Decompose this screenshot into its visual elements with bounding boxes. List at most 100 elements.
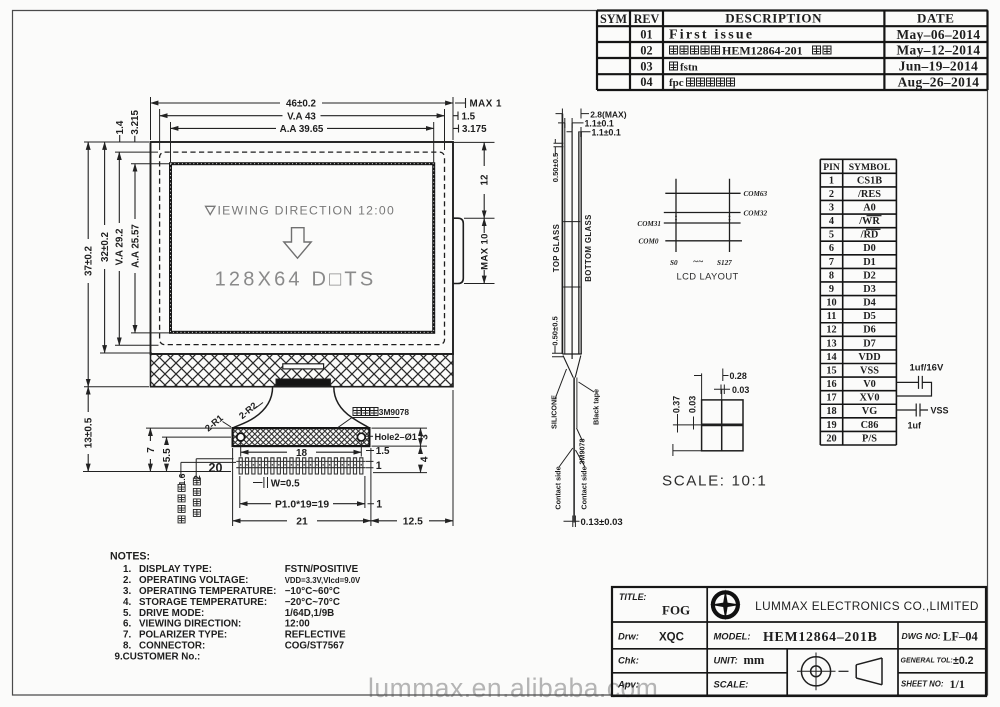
svg-text:XV0: XV0 <box>859 393 879 404</box>
svg-text:POLARIZER TYPE:: POLARIZER TYPE: <box>139 630 227 641</box>
svg-text:MODEL:: MODEL: <box>714 630 751 641</box>
svg-text:20: 20 <box>209 461 223 475</box>
svg-text:18: 18 <box>296 448 308 459</box>
svg-text:128X64 D□TS: 128X64 D□TS <box>215 269 377 291</box>
svg-text:0.37: 0.37 <box>672 396 682 413</box>
svg-text:20: 20 <box>826 433 836 444</box>
svg-text:DATE: DATE <box>917 11 955 26</box>
svg-text:DRIVE MODE:: DRIVE MODE: <box>139 608 204 619</box>
svg-text:6: 6 <box>829 243 834 254</box>
svg-text:MAX 1: MAX 1 <box>470 99 502 110</box>
svg-text:First issue: First issue <box>669 28 754 43</box>
svg-text:03: 03 <box>640 59 652 73</box>
svg-text:P1.0*19=19: P1.0*19=19 <box>275 500 329 511</box>
svg-text:GENERAL TOL:: GENERAL TOL: <box>901 658 953 665</box>
svg-text:1.1±0.1: 1.1±0.1 <box>592 128 621 138</box>
svg-text:6.: 6. <box>123 619 131 630</box>
svg-text:13±0.5: 13±0.5 <box>84 417 95 448</box>
svg-text:7.: 7. <box>123 630 131 641</box>
svg-text:S0: S0 <box>670 259 678 267</box>
svg-text:11: 11 <box>827 311 837 322</box>
svg-text:4: 4 <box>419 456 430 462</box>
svg-text:CS1B: CS1B <box>857 175 882 186</box>
svg-text:Contact side: Contact side <box>554 466 563 509</box>
svg-text:1: 1 <box>376 499 382 511</box>
svg-text:fstn: fstn <box>680 61 698 73</box>
svg-text:VDD: VDD <box>858 352 880 363</box>
svg-text:Contact side: Contact side <box>580 466 589 509</box>
svg-text:MAX 10: MAX 10 <box>480 233 491 270</box>
svg-text:SYM: SYM <box>600 12 628 26</box>
svg-text:V.A 43: V.A 43 <box>287 111 316 122</box>
svg-text:16: 16 <box>826 379 836 390</box>
svg-text:3.: 3. <box>123 586 131 597</box>
svg-text:STORAGE TEMPERATURE:: STORAGE TEMPERATURE: <box>139 597 267 608</box>
svg-text:D2: D2 <box>863 270 876 281</box>
svg-text:04: 04 <box>640 75 652 89</box>
svg-text:12: 12 <box>480 174 491 185</box>
svg-text:18: 18 <box>826 406 836 417</box>
svg-text:LCD LAYOUT: LCD LAYOUT <box>677 270 739 281</box>
svg-text:14: 14 <box>826 352 836 363</box>
svg-text:VIEWING DIRECTION:: VIEWING DIRECTION: <box>139 619 241 630</box>
svg-text:01: 01 <box>640 28 652 42</box>
svg-text:W=0.5: W=0.5 <box>271 479 300 490</box>
svg-text:COG/ST7567: COG/ST7567 <box>285 641 345 652</box>
svg-text:Jun–19–2014: Jun–19–2014 <box>899 59 979 74</box>
svg-text:2.8(MAX): 2.8(MAX) <box>590 109 627 119</box>
svg-text:13: 13 <box>826 338 836 349</box>
svg-text:3: 3 <box>829 203 834 214</box>
svg-text:Black tape: Black tape <box>591 389 600 425</box>
svg-text:P/S: P/S <box>862 433 877 444</box>
svg-text:FSTN/POSITIVE: FSTN/POSITIVE <box>285 564 359 575</box>
svg-text:46±0.2: 46±0.2 <box>286 99 316 110</box>
svg-text:D3: D3 <box>863 284 876 295</box>
svg-text:5.: 5. <box>123 608 131 619</box>
svg-text:LF–04: LF–04 <box>943 630 978 644</box>
svg-text:fpc: fpc <box>669 77 684 89</box>
svg-text:5: 5 <box>829 230 834 241</box>
svg-text:4: 4 <box>829 216 834 227</box>
svg-text:1.1±0.1: 1.1±0.1 <box>585 119 614 129</box>
svg-text:/RD: /RD <box>860 230 879 241</box>
svg-text:D1: D1 <box>863 257 876 268</box>
svg-text:9: 9 <box>829 284 834 295</box>
svg-text:3M9078: 3M9078 <box>578 439 587 465</box>
svg-text:VSS: VSS <box>860 366 879 377</box>
svg-text:mm: mm <box>744 653 765 667</box>
svg-text:0.28: 0.28 <box>730 371 747 381</box>
svg-text:1: 1 <box>829 175 834 186</box>
svg-text:±0.2: ±0.2 <box>953 655 974 667</box>
svg-text:A0: A0 <box>863 203 876 214</box>
svg-text:D0: D0 <box>863 243 876 254</box>
svg-text:32±0.2: 32±0.2 <box>100 232 111 262</box>
svg-text:2: 2 <box>829 189 834 200</box>
svg-text:OPERATING TEMPERATURE:: OPERATING TEMPERATURE: <box>139 586 276 597</box>
svg-text:BOTTOM GLASS: BOTTOM GLASS <box>584 214 593 281</box>
svg-text:May–06–2014: May–06–2014 <box>897 27 981 42</box>
svg-text:12: 12 <box>826 325 836 336</box>
svg-text:V.A 29.2: V.A 29.2 <box>115 228 126 265</box>
svg-text:SYMBOL: SYMBOL <box>849 162 891 173</box>
svg-text:/WR: /WR <box>858 216 880 227</box>
svg-text:15: 15 <box>826 366 836 377</box>
svg-text:D6: D6 <box>863 325 876 336</box>
svg-text:8.: 8. <box>123 641 131 652</box>
svg-text:12.5: 12.5 <box>403 517 423 528</box>
svg-text:9.CUSTOMER No.:: 9.CUSTOMER No.: <box>115 651 201 662</box>
svg-text:May–12–2014: May–12–2014 <box>897 43 981 58</box>
svg-text:A.A 39.65: A.A 39.65 <box>280 124 324 135</box>
svg-text:VSS: VSS <box>931 405 949 415</box>
svg-text:HEM12864-201: HEM12864-201 <box>722 43 803 57</box>
svg-text:37±0.2: 37±0.2 <box>84 246 95 276</box>
svg-text:1uf/16V: 1uf/16V <box>910 363 944 374</box>
svg-text:0.50±0.5: 0.50±0.5 <box>551 315 560 345</box>
svg-text:~~: ~~ <box>693 257 703 267</box>
svg-text:D5: D5 <box>863 311 876 322</box>
svg-text:DWG NO:: DWG NO: <box>902 631 941 641</box>
svg-text:S127: S127 <box>717 259 732 267</box>
svg-text:10: 10 <box>826 298 836 309</box>
svg-text:lummax.en.alibaba.com: lummax.en.alibaba.com <box>368 673 658 703</box>
svg-text:1: 1 <box>376 460 382 472</box>
svg-text:19: 19 <box>826 420 836 431</box>
